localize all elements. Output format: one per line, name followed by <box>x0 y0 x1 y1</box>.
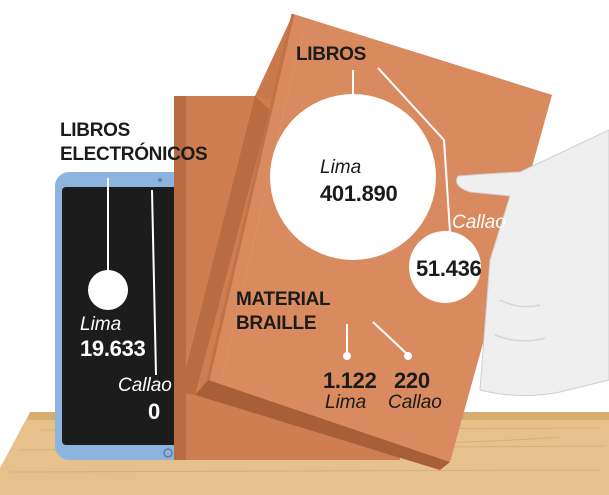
ebooks-lima-label: Lima <box>80 314 122 335</box>
books-callao-label: Callao <box>452 212 506 233</box>
braille-title-line2: BRAILLE <box>236 313 317 334</box>
braille-lima-label: Lima <box>325 392 367 413</box>
books-lima-label: Lima <box>320 157 362 178</box>
ebooks-title-line1: LIBROS <box>60 120 130 141</box>
braille-title-line1: MATERIAL <box>236 289 331 310</box>
braille-callao-value: 220 <box>394 368 430 393</box>
braille-callao-dot <box>404 352 412 360</box>
braille-lima-dot <box>343 352 351 360</box>
books-title: LIBROS <box>296 44 366 65</box>
ebooks-title-line2: ELECTRÓNICOS <box>60 144 208 165</box>
braille-lima-value: 1.122 <box>323 368 377 393</box>
ebooks-callao-value: 0 <box>148 399 160 424</box>
ebooks-callao-label: Callao <box>118 375 172 396</box>
ebooks-lima-circle <box>88 270 128 310</box>
braille-callao-label: Callao <box>388 392 442 413</box>
leader-lines <box>107 67 451 376</box>
books-callao-value: 51.436 <box>416 256 482 281</box>
books-lima-circle <box>270 94 436 260</box>
ebooks-lima-value: 19.633 <box>80 336 146 361</box>
books-lima-value: 401.890 <box>320 181 398 206</box>
books-callao-circle <box>409 231 481 303</box>
glove-hand <box>456 129 609 397</box>
